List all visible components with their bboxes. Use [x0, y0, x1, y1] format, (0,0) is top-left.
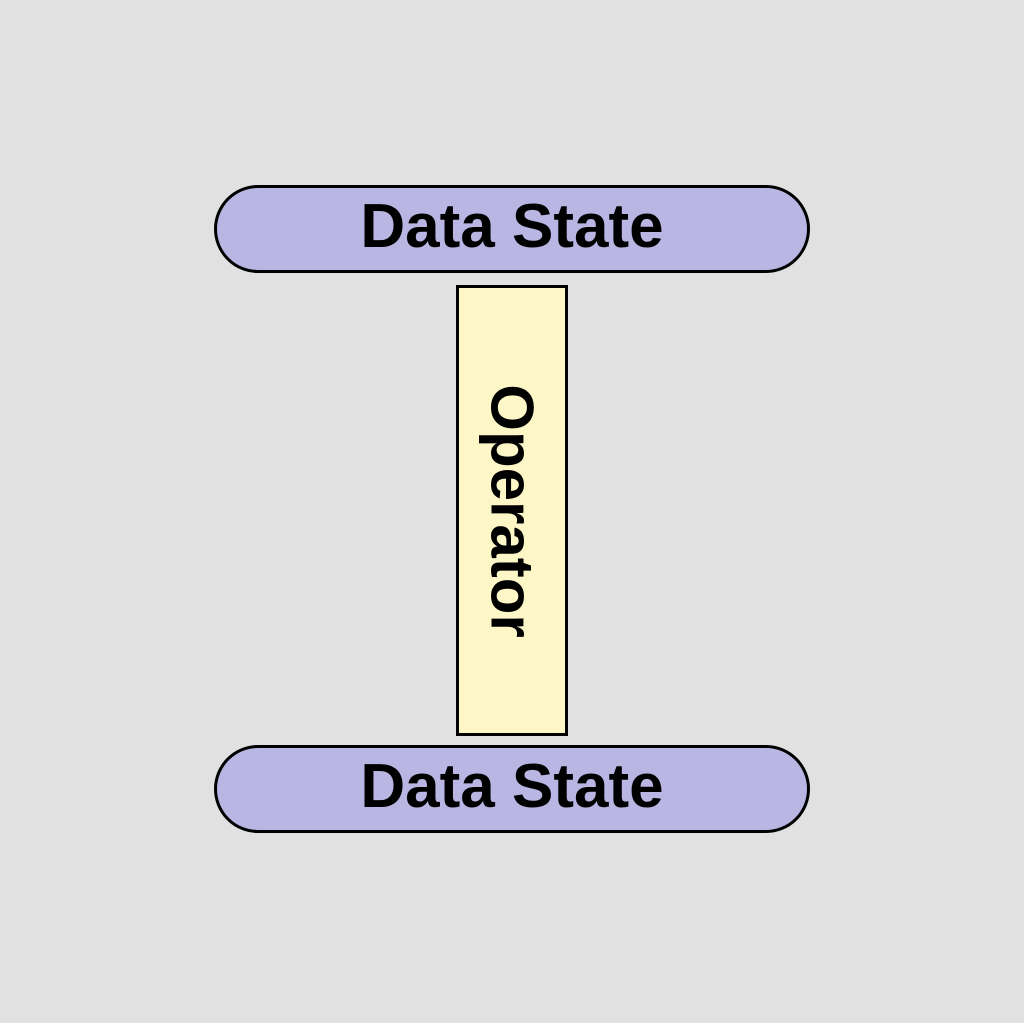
node-data-state-top-label: Data State	[360, 192, 664, 261]
node-data-state-bottom-label: Data State	[360, 752, 664, 821]
node-operator-label: Operator	[479, 383, 547, 638]
node-data-state-bottom: Data State	[214, 745, 810, 833]
node-operator: Operator	[456, 285, 568, 736]
node-data-state-top: Data State	[214, 185, 810, 273]
